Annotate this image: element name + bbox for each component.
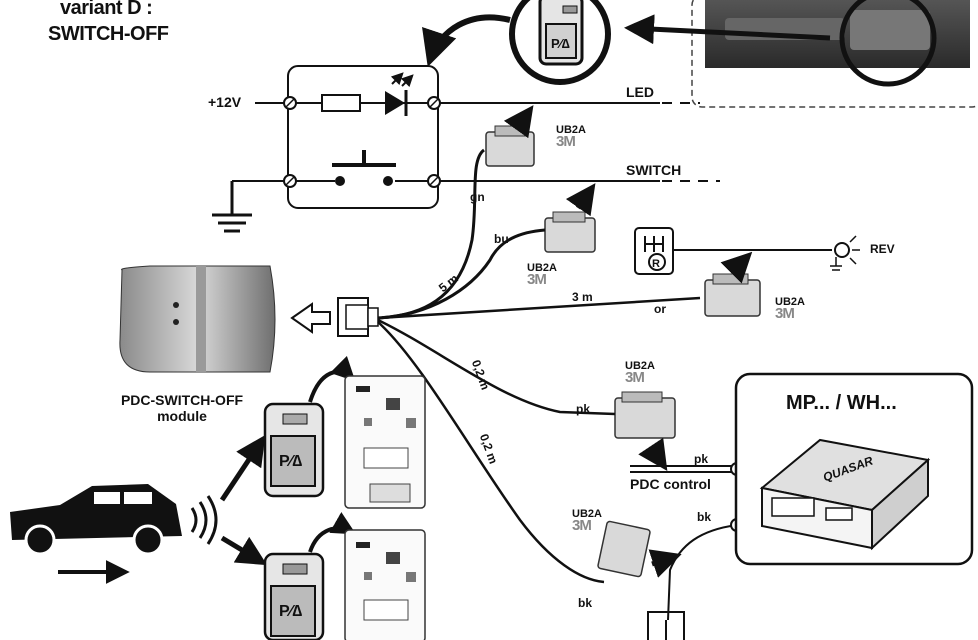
reverse-lamp-icon [830,235,860,271]
pcb-board-2 [344,529,426,640]
pdc-switch-off-module [119,265,276,373]
switch-box [287,65,439,209]
parking-sensor-button-icon: P⁄∆ [279,453,302,470]
harness-wires [377,148,701,584]
bk-line [667,524,738,621]
switch-label: SWITCH [626,162,682,178]
arrow-to-led-on [219,435,266,502]
wire-bu-label: bu [494,232,509,246]
led-label: LED [626,84,654,100]
title-line-1: variant D : [60,0,153,19]
wire-gn-label: gn [470,190,485,204]
module-label-line-1: PDC-SWITCH-OFF [120,392,244,408]
reverse-gear-icon: R [634,227,674,275]
ub2a-connector-3 [704,251,761,317]
arrow-to-pcb-1 [308,355,356,403]
wire-or-label: or [654,302,666,316]
parking-sensor-button-icon: P⁄∆ [551,36,570,51]
parking-sensor-button-on [263,402,325,498]
wire-pk-out-label: pk [694,452,709,466]
resistor-icon [321,94,361,112]
photo-arrow [624,14,831,45]
wire-bk-label: bk [578,596,593,610]
parking-sensor-button-off [263,552,325,640]
quasar-unit [759,438,931,551]
plus-12v-label: +12V [208,94,242,110]
module-label: PDC-SWITCH-OFF module [112,392,252,424]
zoom-arrow [422,14,511,67]
ub2a-connector-1 [485,105,535,167]
arrow-to-led-off [220,535,268,566]
rev-label: REV [870,242,895,256]
direction-arrow-icon [290,302,331,334]
car-icon [10,484,182,556]
title-line-2: SWITCH-OFF [48,23,169,45]
pcb-board-1 [344,375,426,509]
ground-icon [212,181,252,233]
dashboard-photo [691,0,978,108]
ground-icon [647,611,685,640]
pdc-control-label: PDC control [630,476,711,492]
wire-pk-label: pk [576,402,591,416]
mp-wh-label: MP... / WH... [786,392,897,414]
sound-waves [190,495,218,545]
ub2a-connector-4 [614,391,676,471]
ub2a-connector-2 [544,183,596,253]
push-switch-icon [332,150,396,186]
svg-text:R: R [652,258,660,270]
module-plug [337,297,379,337]
zoom-button-circle [509,0,611,85]
ub2a-connector-5 [597,520,682,578]
wire-bk-out-label: bk [697,510,712,524]
module-label-line-2: module [157,408,207,424]
parking-sensor-button-icon: P⁄∆ [279,603,302,620]
length-3m-label: 3 m [572,290,593,304]
led-diode-icon [385,72,414,116]
